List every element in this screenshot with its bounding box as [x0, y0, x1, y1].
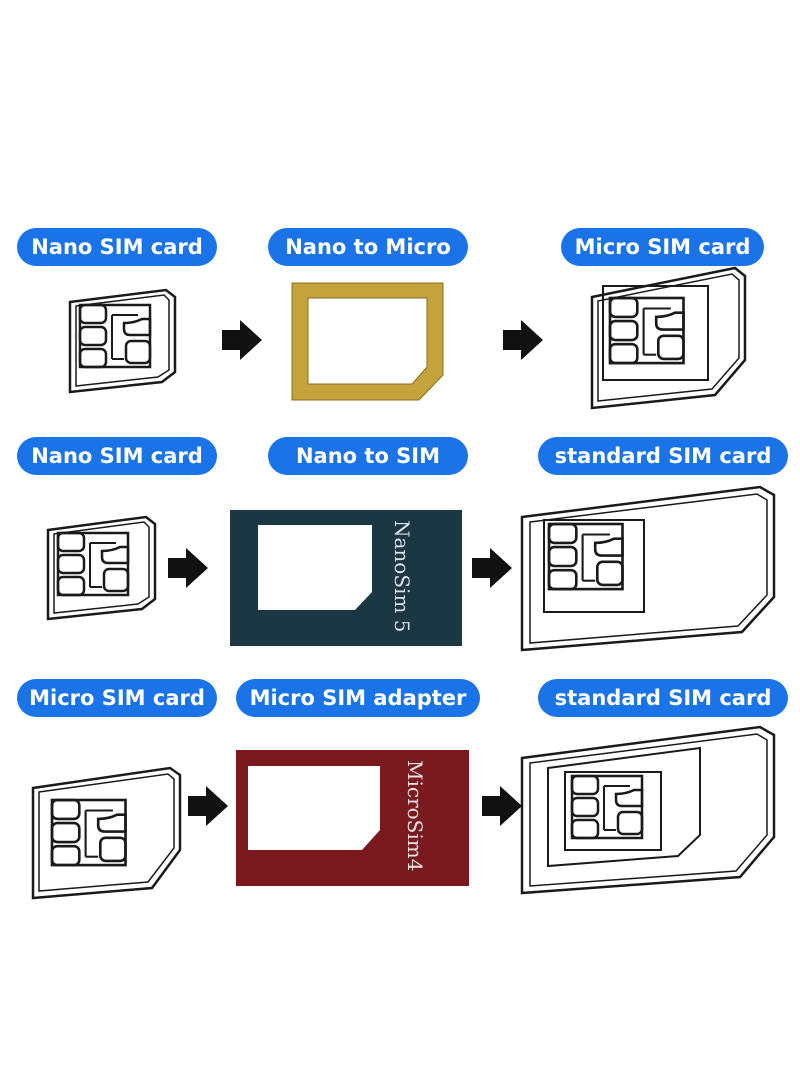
nano-sim-adapter-text: NanoSim 5: [390, 520, 414, 633]
arrow-right-icon: [472, 548, 512, 588]
micro-sim-adapter-icon: MicroSim4: [236, 750, 469, 886]
standard-sim-card-icon: [520, 485, 776, 652]
arrow-right-icon: [503, 320, 543, 360]
label-nano-sim-card-2: Nano SIM card: [17, 437, 217, 475]
nano-sim-card-icon: [68, 288, 177, 394]
label-nano-to-sim: Nano to SIM: [268, 437, 468, 475]
arrow-right-icon: [188, 786, 228, 826]
micro-sim-adapter-text: MicroSim4: [403, 760, 427, 871]
arrow-right-icon: [168, 548, 208, 588]
label-micro-sim-card-1: Micro SIM card: [561, 228, 764, 266]
label-micro-sim-adapter: Micro SIM adapter: [236, 679, 480, 717]
nano-sim-card-icon: [46, 515, 157, 621]
label-micro-sim-card-2: Micro SIM card: [17, 679, 217, 717]
arrow-right-icon: [482, 786, 522, 826]
label-nano-to-micro: Nano to Micro: [268, 228, 468, 266]
nano-to-sim-adapter-icon: NanoSim 5: [230, 510, 462, 646]
nano-to-micro-adapter-icon: [291, 282, 444, 401]
label-standard-sim-card-1: standard SIM card: [538, 437, 788, 475]
label-nano-sim-card-1: Nano SIM card: [17, 228, 217, 266]
arrow-right-icon: [222, 320, 262, 360]
micro-sim-card-icon: [31, 766, 182, 900]
micro-sim-card-icon: [590, 266, 747, 410]
label-standard-sim-card-2: standard SIM card: [538, 679, 788, 717]
standard-sim-card-icon: [520, 725, 776, 895]
